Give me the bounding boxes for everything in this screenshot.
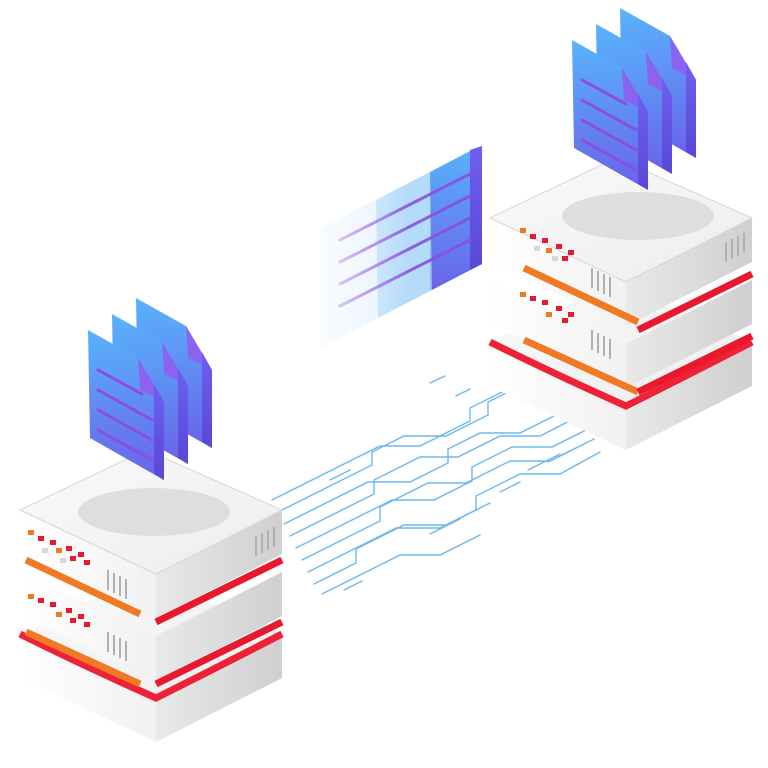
data-link-circuit [271, 360, 633, 595]
server-unit [18, 449, 284, 626]
document-icon [572, 40, 648, 190]
server-unit [490, 280, 754, 396]
server-unit [488, 157, 754, 334]
server-left [18, 449, 284, 742]
server-right [488, 157, 754, 450]
document-in-transit [300, 140, 482, 370]
server-unit [20, 572, 284, 688]
document-stack-right [572, 8, 696, 190]
document-icon [88, 330, 164, 480]
document-stack-left [88, 298, 212, 480]
